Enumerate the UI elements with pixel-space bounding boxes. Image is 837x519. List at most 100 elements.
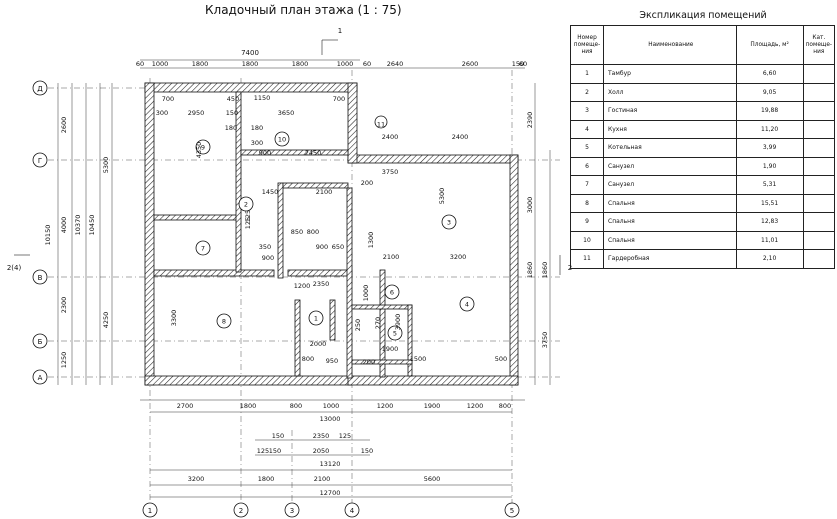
section-mark-right: 2 [568, 264, 572, 272]
cell-area: 19,88 [735, 101, 804, 121]
dim-top: 1800 [292, 60, 309, 68]
dim-interior: 800 [302, 355, 314, 363]
cell-cat [802, 101, 836, 121]
dim-interior: 3200 [450, 253, 467, 261]
dim-top: 60 [363, 60, 371, 68]
dim-interior: 850 [291, 228, 303, 236]
dim-bottom-total: 13000 [320, 415, 341, 423]
room-marker-circle [216, 313, 232, 329]
dim-left: 2300 [60, 297, 68, 314]
section-mark-left: 2(4) [7, 264, 22, 272]
dim-bottom: 1800 [240, 402, 257, 410]
cell-num: 6 [570, 156, 604, 176]
dim-interior: 125 [244, 217, 252, 229]
dim-right: 1860 [541, 262, 549, 279]
cell-name: Спальня [603, 230, 737, 250]
dim-bottom: 2700 [177, 402, 194, 410]
dim-interior: 300 [156, 109, 168, 117]
dim-interior: 125 [244, 210, 252, 222]
dim-interior: 200 [361, 179, 373, 187]
cell-name: Санузел [603, 175, 737, 195]
cell-area: 11,01 [735, 230, 804, 250]
dim-interior: 950 [326, 357, 338, 365]
dim-left: 10450 [88, 215, 96, 236]
cell-name: Тамбур [603, 64, 737, 84]
axis-label-horizontal: В [38, 274, 43, 282]
cell-cat [802, 138, 836, 158]
dim-interior: 2100 [316, 188, 333, 196]
plan-title: Кладочный план этажа (1 : 75) [205, 3, 402, 17]
cell-area: 15,51 [735, 193, 804, 213]
dim-interior: 1900 [382, 345, 399, 353]
room-number: 11 [377, 121, 385, 129]
dim-left: 10370 [74, 215, 82, 236]
cell-cat [802, 175, 836, 195]
cell-cat [802, 64, 836, 84]
dim-interior: 150 [226, 109, 238, 117]
cell-cat [802, 212, 836, 232]
dim-interior: 3300 [170, 310, 178, 327]
walls [144, 82, 519, 386]
dim-top: 60 [136, 60, 144, 68]
cell-name: Санузел [603, 156, 737, 176]
room-marker-circle [387, 325, 403, 341]
cell-num: 5 [570, 138, 604, 158]
room-number: 6 [390, 289, 394, 297]
dim-interior: 450 [227, 95, 239, 103]
cell-cat [802, 119, 836, 139]
section-mark-top: 1 [338, 27, 342, 35]
dim-bottom: 1800 [258, 475, 275, 483]
room-number: 10 [278, 136, 286, 144]
dim-bottom-total: 12700 [320, 489, 341, 497]
header-number: Номер помеще-ния [570, 25, 604, 65]
cell-cat [802, 249, 836, 269]
cell-num: 2 [570, 82, 604, 102]
dim-interior: 1000 [362, 285, 370, 302]
dim-interior: 350 [259, 243, 271, 251]
dim-bottom: 2100 [314, 475, 331, 483]
cell-area: 2,10 [735, 249, 804, 269]
cell-area: 1,90 [735, 156, 804, 176]
dim-bottom: 1900 [424, 402, 441, 410]
dim-porch: 150 [272, 432, 284, 440]
dim-bottom-total: 13120 [320, 460, 341, 468]
dim-bottom: 1200 [377, 402, 394, 410]
cell-num: 11 [570, 249, 604, 269]
dim-interior: 5300 [438, 188, 446, 205]
cell-num: 8 [570, 193, 604, 213]
dim-porch: 125 [339, 432, 351, 440]
dim-interior: 1200 [294, 282, 311, 290]
dim-interior: 2400 [382, 133, 399, 141]
cell-name: Холл [603, 82, 737, 102]
room-marker-circle [459, 296, 475, 312]
axis-label-horizontal: Г [38, 157, 42, 165]
cell-num: 4 [570, 119, 604, 139]
dim-bottom: 3200 [188, 475, 205, 483]
room-marker-circle [238, 196, 254, 212]
cell-cat [802, 156, 836, 176]
dim-interior: 3650 [278, 109, 295, 117]
dim-left: 1250 [60, 352, 68, 369]
dim-top-total: 7400 [241, 49, 259, 57]
dim-top: 150 [512, 60, 524, 68]
section-marks: 1 2 2(4) [7, 27, 572, 272]
cell-area: 5,31 [735, 175, 804, 195]
dim-left: 5300 [102, 157, 110, 174]
schedule-caption: Экспликация помещений [639, 10, 767, 21]
dim-porch: 125 [257, 447, 269, 455]
dim-interior: 900 [316, 243, 328, 251]
cell-area: 11,20 [735, 119, 804, 139]
header-category: Кат. помеще-ния [802, 25, 836, 65]
dim-interior: 800 [307, 228, 319, 236]
cell-num: 1 [570, 64, 604, 84]
